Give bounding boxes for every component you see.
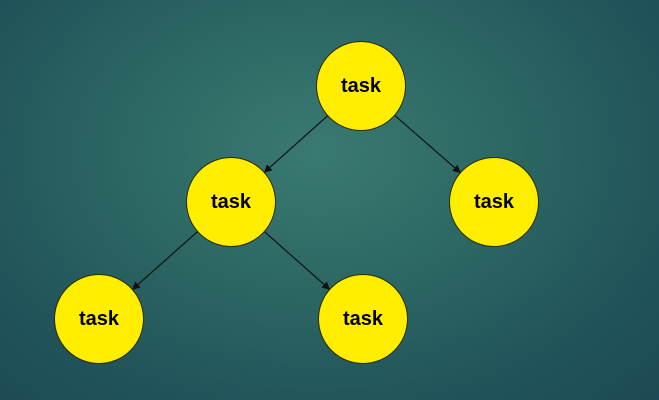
task-node-label: task [210,190,252,213]
edge-arrow-left-to-left-left [131,231,198,290]
task-node-right[interactable]: task [449,157,539,247]
task-node-label: task [340,74,382,97]
task-node-label: task [342,307,384,330]
task-node-left[interactable]: task [186,157,276,247]
task-node-label: task [473,190,515,213]
edge-arrow-left-to-left-right [264,231,331,290]
task-node-left-right[interactable]: task [318,274,408,364]
task-node-left-left[interactable]: task [54,274,144,364]
task-node-label: task [78,307,120,330]
edge-layer [131,115,461,290]
task-node-root[interactable]: task [316,41,406,131]
edge-arrow-root-to-left [263,115,328,173]
edge-arrow-root-to-right [394,115,461,174]
